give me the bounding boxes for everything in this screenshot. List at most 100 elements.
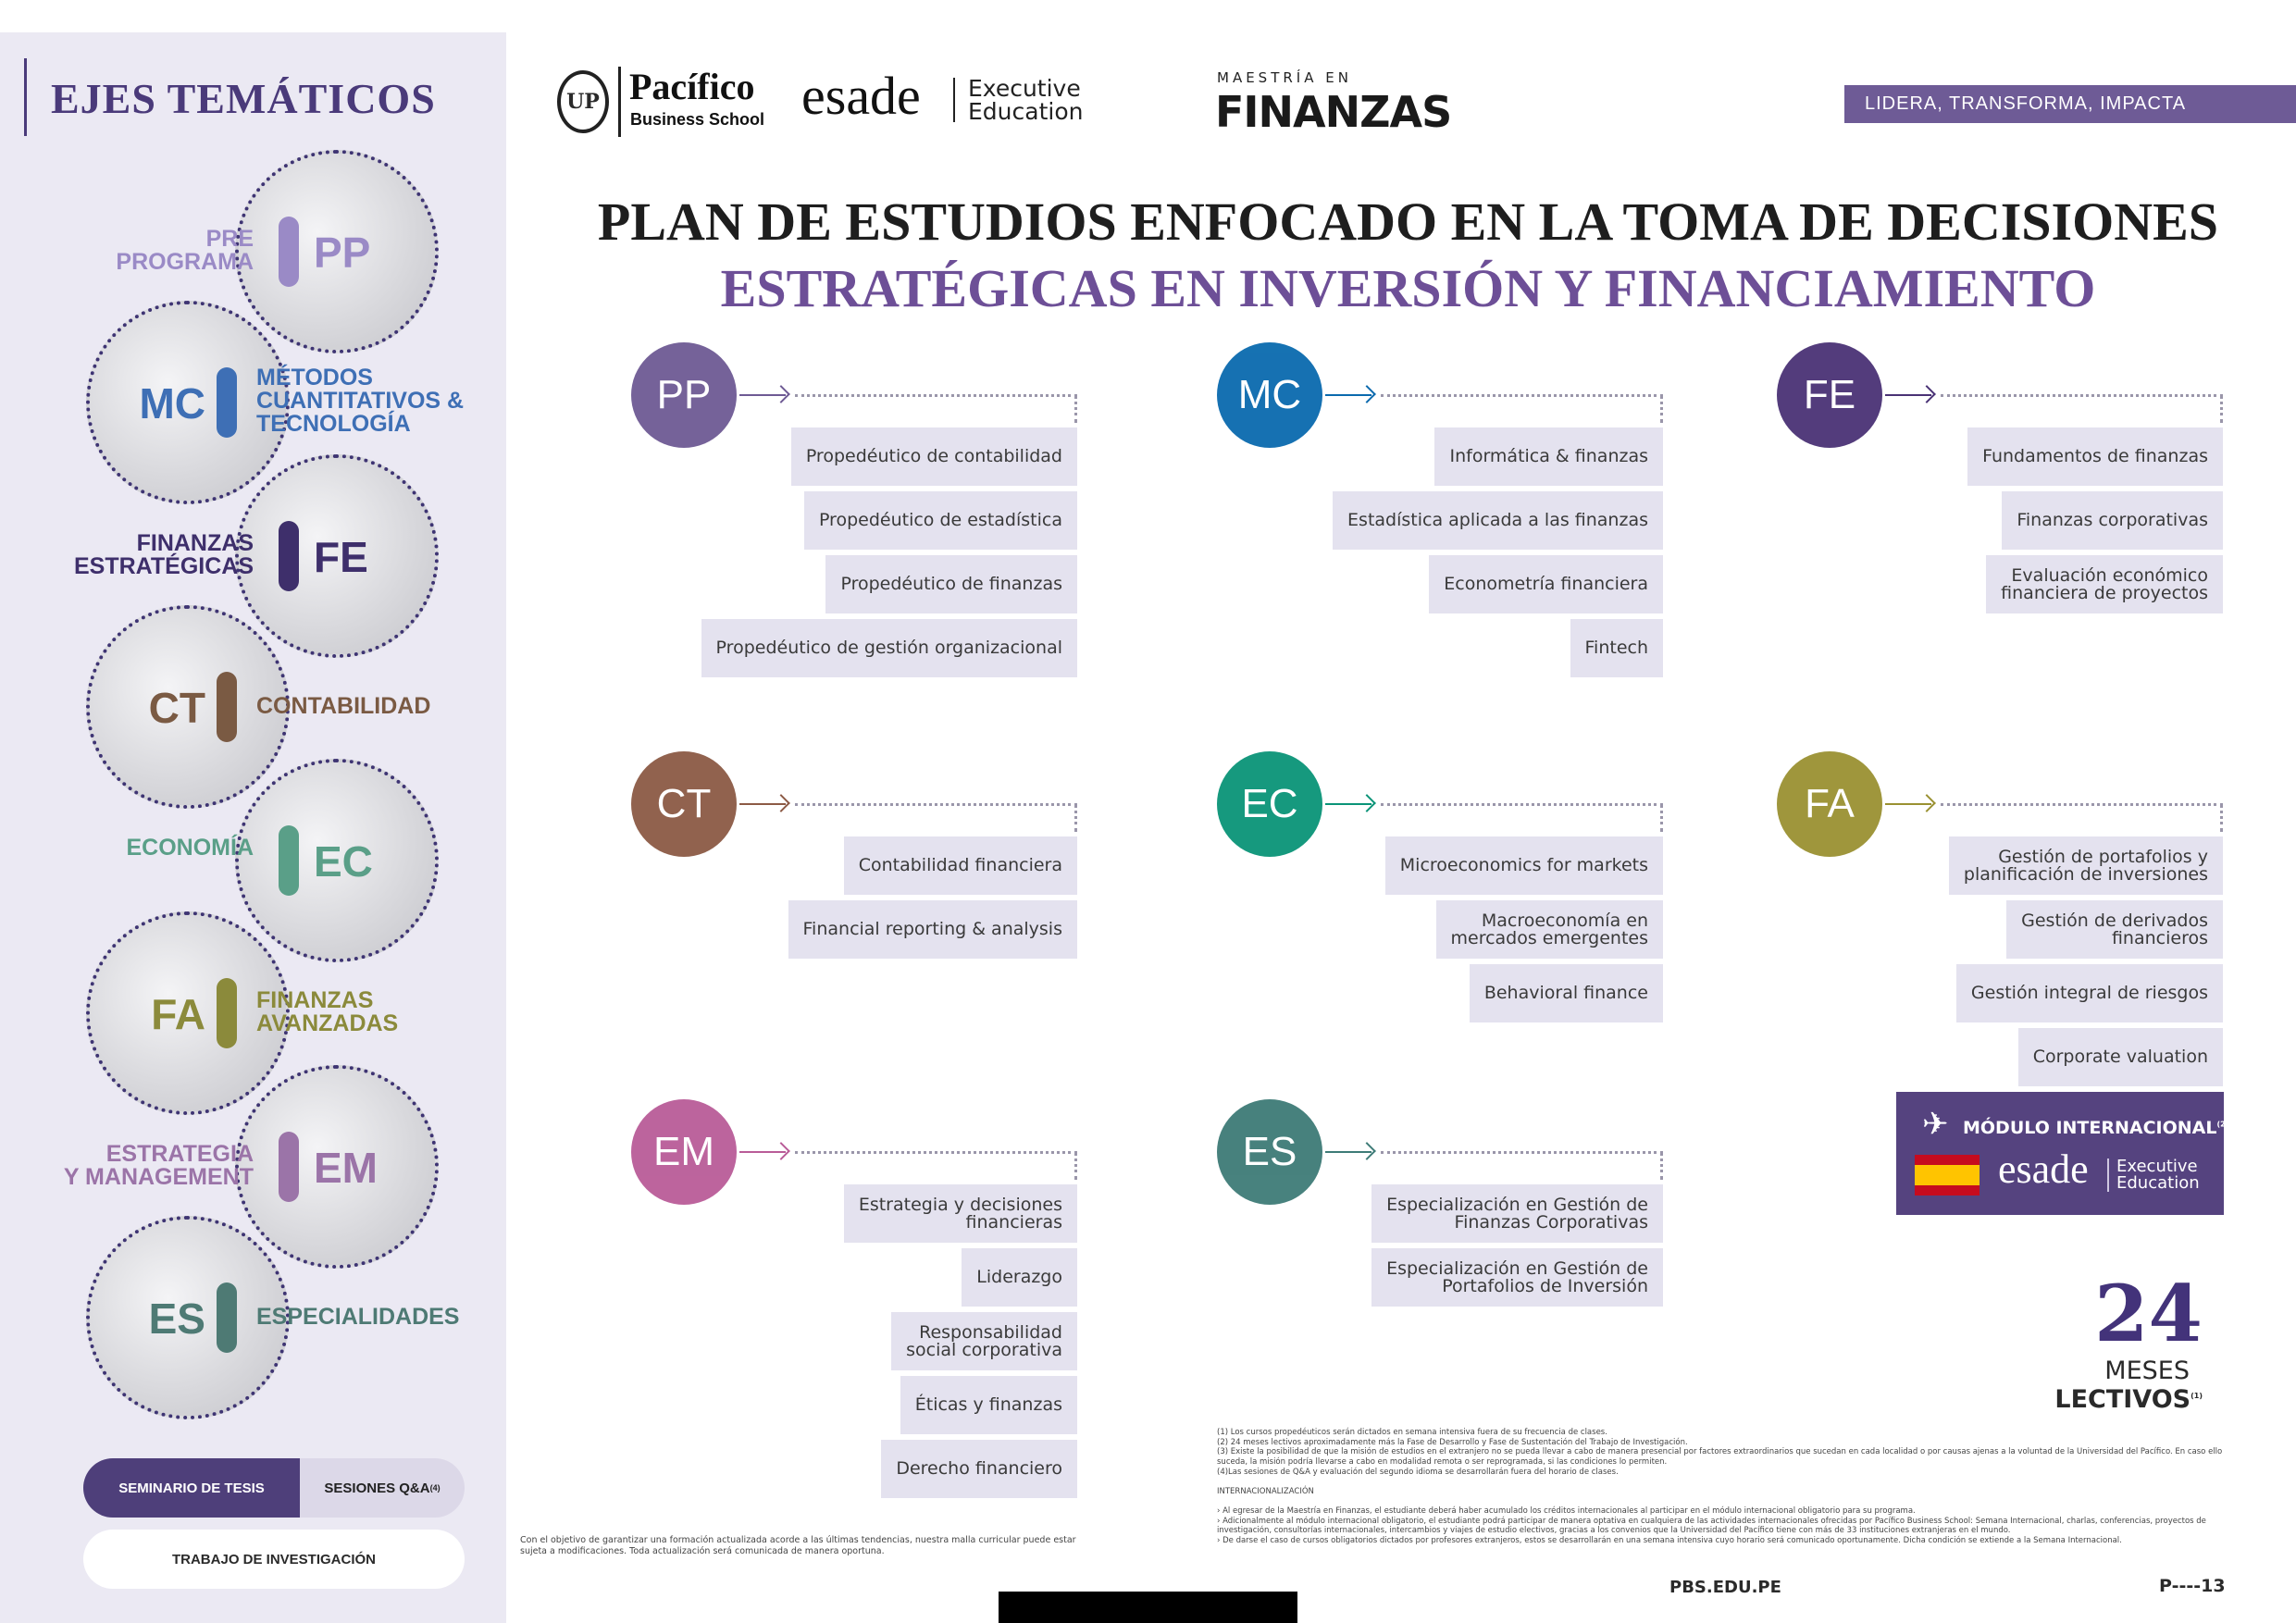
course-item: Contabilidad financiera: [843, 836, 1077, 895]
international-title: MÓDULO INTERNACIONAL(2): [1963, 1118, 2228, 1138]
bottom-black-bar: [999, 1592, 1297, 1623]
intl-title-text: MÓDULO INTERNACIONAL: [1963, 1118, 2217, 1138]
international-module-card: ✈ MÓDULO INTERNACIONAL(2) esade Executiv…: [1896, 1092, 2228, 1215]
trabajo-label: TRABAJO DE INVESTIGACIÓN: [171, 1551, 377, 1567]
footnote-line: (4)Las sesiones de Q&A y evaluación del …: [1217, 1467, 1619, 1477]
tagline-banner: LIDERA, TRANSFORMA, IMPACTA: [1844, 85, 2296, 123]
course-item: Microeconomics for markets: [1384, 836, 1663, 895]
theme-photo-circle-ec: [235, 759, 439, 962]
arrow-icon: [739, 803, 786, 805]
theme-photo-circle-pp: [235, 150, 439, 353]
sidebar-title: EJES TEMÁTICOS: [51, 75, 436, 122]
connector-line-vertical: [2220, 395, 2223, 423]
program-kicker: MAESTRÍA EN: [1217, 69, 1352, 86]
seminar-pill: SEMINARIO DE TESIS SESIONES Q&A(4): [83, 1458, 465, 1518]
connector-line: [795, 394, 1077, 397]
theme-bar-em: [279, 1132, 299, 1202]
theme-photo-circle-es: [86, 1216, 290, 1419]
theme-bar-mc: [217, 367, 237, 438]
course-item: Éticas y finanzas: [900, 1376, 1077, 1434]
theme-label: FINANZAS ESTRATÉGICAS: [74, 530, 254, 579]
course-item: Macroeconomía en mercados emergentes: [1435, 900, 1663, 959]
page-number: P----13: [2159, 1576, 2226, 1596]
theme-bar-ct: [217, 672, 237, 742]
theme-label: ESPECIALIDADES: [256, 1304, 460, 1330]
theme-bar-es: [217, 1282, 237, 1353]
duration-unit2: LECTIVOS(1): [2036, 1387, 2203, 1412]
course-item: Responsabilidad social corporativa: [891, 1312, 1077, 1370]
course-item: Behavioral finance: [1469, 964, 1663, 1022]
theme-bar-ec: [279, 825, 299, 896]
website-link[interactable]: PBS.EDU.PE: [1669, 1578, 1781, 1597]
module-circle-ec: EC: [1217, 751, 1322, 857]
theme-abbr: EM: [314, 1144, 378, 1192]
theme-label: ESTRATEGIA Y MANAGEMENT: [63, 1141, 254, 1190]
footnote-line: › De darse el caso de cursos obligatorio…: [1217, 1535, 2122, 1545]
course-item: Propedéutico de gestión organizacional: [701, 619, 1077, 677]
connector-line-vertical: [1660, 395, 1663, 423]
course-item: Financial reporting & analysis: [788, 900, 1077, 959]
intl-sub2: Education: [2116, 1173, 2200, 1193]
footnote-line: › Adicionalmente al módulo internacional…: [1217, 1516, 2206, 1536]
course-item: Liderazgo: [962, 1248, 1077, 1307]
module-circle-es: ES: [1217, 1099, 1322, 1205]
theme-bar-fe: [279, 521, 299, 591]
connector-line-vertical: [2220, 804, 2223, 832]
course-item: Informática & finanzas: [1434, 427, 1663, 486]
connector-line-vertical: [1074, 395, 1077, 423]
course-item: Propedéutico de finanzas: [825, 555, 1077, 613]
course-item: Propedéutico de estadística: [803, 491, 1077, 550]
pacifico-seal-icon: UP: [557, 70, 609, 133]
duration-unit2-text: LECTIVOS: [2054, 1385, 2191, 1414]
duration-footnote: (1): [2191, 1392, 2203, 1400]
arrow-icon: [1885, 394, 1931, 396]
footnote-line: (3) Existe la posibilidad de que la misi…: [1217, 1447, 2223, 1467]
theme-label: PRE PROGRAMA: [116, 226, 254, 275]
connector-line: [795, 1151, 1077, 1154]
course-item: Fintech: [1570, 619, 1663, 677]
theme-photo-circle-em: [235, 1065, 439, 1269]
page-title-line1: PLAN DE ESTUDIOS ENFOCADO EN LA TOMA DE …: [597, 192, 2219, 252]
course-item: Finanzas corporativas: [2002, 491, 2223, 550]
arrow-icon: [739, 1151, 786, 1153]
intl-divider: [2107, 1158, 2109, 1192]
footnote-line: (2) 24 meses lectivos aproximadamente má…: [1217, 1437, 1688, 1447]
module-circle-ct: CT: [631, 751, 737, 857]
research-pill: TRABAJO DE INVESTIGACIÓN: [83, 1530, 465, 1589]
sesiones-text: SESIONES Q&A: [324, 1480, 430, 1496]
theme-label: FINANZAS AVANZADAS: [256, 987, 399, 1036]
module-circle-em: EM: [631, 1099, 737, 1205]
theme-label: ECONOMÍA: [126, 835, 254, 861]
theme-abbr: FA: [151, 990, 205, 1038]
course-item: Econometría financiera: [1429, 555, 1663, 613]
pacifico-subtitle: Business School: [630, 110, 765, 129]
sesiones-footnote: (4): [429, 1483, 441, 1493]
course-list-es: Especialización en Gestión de Finanzas C…: [1371, 1184, 1663, 1307]
footnote-line: › Al egresar de la Maestría en Finanzas,…: [1217, 1506, 1916, 1516]
connector-line-vertical: [1074, 1152, 1077, 1180]
course-item: Gestión de portafolios y planificación d…: [1948, 836, 2223, 895]
module-circle-pp: PP: [631, 342, 737, 448]
arrow-icon: [1885, 803, 1931, 805]
module-circle-fe: FE: [1777, 342, 1882, 448]
course-item: Estrategia y decisiones financieras: [843, 1184, 1077, 1243]
spain-flag-icon: [1915, 1155, 1980, 1196]
footnote-line: [1217, 1477, 2226, 1487]
theme-abbr: FE: [314, 533, 368, 581]
theme-bar-fa: [217, 978, 237, 1048]
course-item: Propedéutico de contabilidad: [790, 427, 1077, 486]
course-item: Derecho financiero: [881, 1440, 1077, 1498]
theme-photo-circle-fe: [235, 454, 439, 658]
esade-divider: [953, 78, 955, 122]
intl-footnote: (2): [2216, 1120, 2229, 1129]
program-name: FINANZAS: [1215, 87, 1452, 137]
footnote-line: [1217, 1496, 2226, 1506]
esade-sub1: Executive: [968, 75, 1081, 102]
pacifico-logo: Pacífico: [629, 66, 755, 107]
arrow-icon: [1325, 394, 1371, 396]
